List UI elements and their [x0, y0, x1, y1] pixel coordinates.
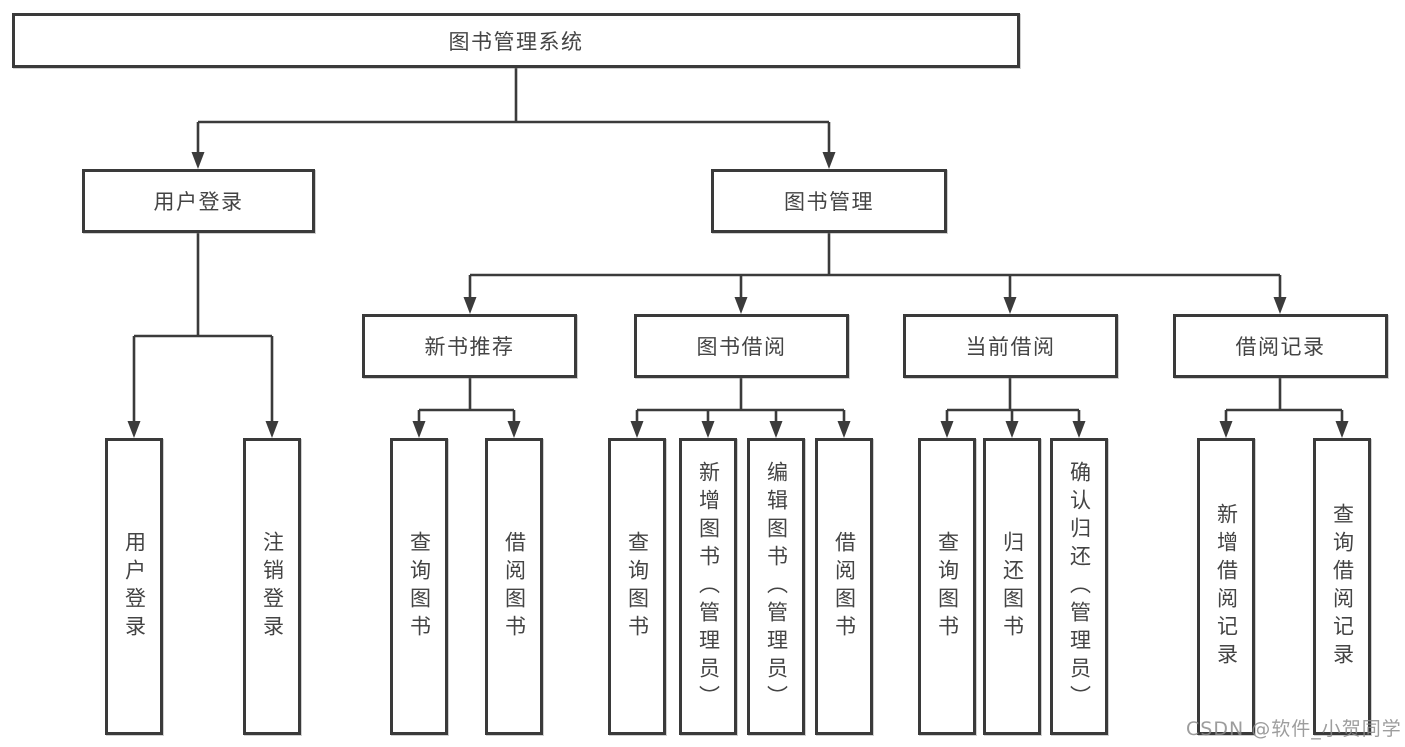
- node-book-borrowing: 图书借阅: [634, 314, 849, 378]
- node-label: 用户登录: [153, 190, 244, 214]
- connector-book-management-children: [463, 233, 1287, 314]
- arrowhead-icon: [1335, 421, 1349, 438]
- node-label: 查询图书: [935, 530, 960, 643]
- node-return-books: 归还图书: [983, 438, 1041, 735]
- arrowhead-icon: [1003, 297, 1017, 314]
- node-edit-book-admin: 编辑图书（管理员）: [747, 438, 805, 735]
- node-query-books-current: 查询图书: [918, 438, 976, 735]
- arrowhead-icon: [734, 297, 748, 314]
- arrowhead-icon: [940, 421, 954, 438]
- arrowhead-icon: [822, 152, 836, 169]
- arrowhead-icon: [701, 421, 715, 438]
- node-borrowing-records: 借阅记录: [1173, 314, 1388, 378]
- node-current-borrowing: 当前借阅: [903, 314, 1118, 378]
- connector-new-book-recommendation-children: [412, 378, 521, 438]
- node-user-login-leaf: 用户登录: [105, 438, 163, 735]
- connector-book-borrowing-children: [630, 378, 851, 438]
- node-new-book-recommendation: 新书推荐: [362, 314, 577, 378]
- node-label: 查询图书: [407, 530, 432, 643]
- node-label: 借阅记录: [1235, 335, 1326, 359]
- arrowhead-icon: [837, 421, 851, 438]
- node-add-book-admin: 新增图书（管理员）: [679, 438, 737, 735]
- node-add-borrow-record: 新增借阅记录: [1197, 438, 1255, 735]
- connector-user-login-children: [127, 233, 279, 438]
- node-user-login: 用户登录: [82, 169, 315, 233]
- arrowhead-icon: [507, 421, 521, 438]
- node-query-books-recommend: 查询图书: [390, 438, 448, 735]
- node-label: 查询图书: [625, 530, 650, 643]
- arrowhead-icon: [265, 421, 279, 438]
- node-label: 图书管理: [784, 190, 874, 214]
- node-library-management-system: 图书管理系统: [12, 13, 1020, 68]
- node-borrow-books-recommend: 借阅图书: [485, 438, 543, 735]
- node-label: 确认归还（管理员）: [1067, 460, 1092, 713]
- arrowhead-icon: [1005, 421, 1019, 438]
- node-label: 编辑图书（管理员）: [764, 460, 789, 713]
- connector-current-borrowing-children: [940, 378, 1086, 438]
- arrowhead-icon: [463, 297, 477, 314]
- node-borrow-books-borrowing: 借阅图书: [815, 438, 873, 735]
- node-label: 新书推荐: [424, 335, 515, 359]
- node-query-books-borrowing: 查询图书: [608, 438, 666, 735]
- arrowhead-icon: [1273, 297, 1287, 314]
- node-label: 借阅图书: [832, 530, 857, 643]
- node-confirm-return-admin: 确认归还（管理员）: [1050, 438, 1108, 735]
- arrowhead-icon: [412, 421, 426, 438]
- node-label: 归还图书: [1000, 530, 1025, 643]
- node-label: 用户登录: [122, 530, 147, 643]
- node-logout-leaf: 注销登录: [243, 438, 301, 735]
- connector-root-to-level2: [191, 68, 836, 169]
- arrowhead-icon: [1219, 421, 1233, 438]
- node-label: 当前借阅: [965, 335, 1056, 359]
- node-label: 新增借阅记录: [1214, 502, 1239, 671]
- arrowhead-icon: [1072, 421, 1086, 438]
- arrowhead-icon: [127, 421, 141, 438]
- node-label: 借阅图书: [502, 530, 527, 643]
- node-label: 注销登录: [260, 530, 285, 643]
- node-label: 查询借阅记录: [1330, 502, 1355, 671]
- csdn-watermark: CSDN @软件_小贺同学: [1186, 718, 1402, 740]
- connector-borrowing-records-children: [1219, 378, 1349, 438]
- node-label: 图书借阅: [696, 335, 787, 359]
- node-query-borrow-record: 查询借阅记录: [1313, 438, 1371, 735]
- node-book-management: 图书管理: [711, 169, 947, 233]
- arrowhead-icon: [769, 421, 783, 438]
- node-label: 新增图书（管理员）: [696, 460, 721, 713]
- node-label: 图书管理系统: [448, 29, 584, 54]
- arrowhead-icon: [630, 421, 644, 438]
- arrowhead-icon: [191, 152, 205, 169]
